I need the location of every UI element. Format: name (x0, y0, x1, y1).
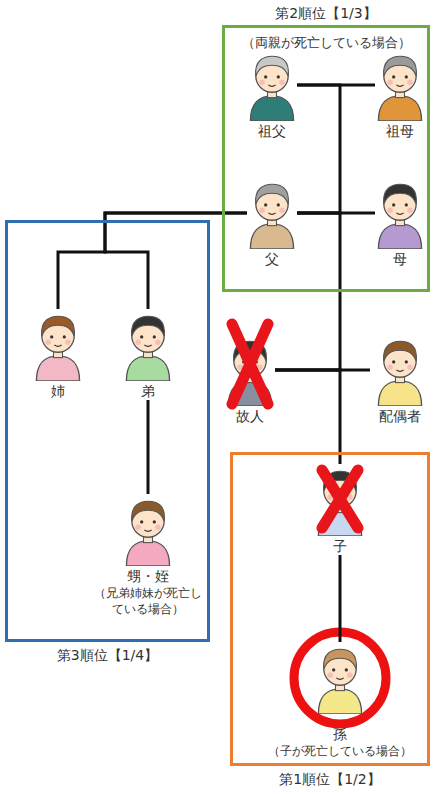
spouse-icon (378, 341, 421, 406)
person-name: 姉 (33, 383, 83, 400)
person-name: 孫 (260, 726, 420, 743)
group-box: 第3順位【1/4】姉弟甥・姪（兄弟姉妹が死亡している場合） (5, 220, 210, 642)
group-note: （両親が死亡している場合） (225, 34, 427, 51)
rank-heading: 第2順位【1/3】 (225, 4, 427, 22)
cross-mark (322, 470, 358, 528)
person-node: 弟 (123, 309, 173, 400)
brother-icon (126, 316, 169, 381)
group-box: 第1順位【1/2】子孫（子が死亡している場合） (230, 452, 430, 766)
highlight-circle (294, 632, 386, 724)
family-line (58, 213, 247, 309)
person-node: 祖母 (375, 49, 425, 140)
group-box: 第2順位【1/3】（両親が死亡している場合）祖父祖母父母 (222, 25, 430, 292)
family-line (105, 213, 247, 309)
person-node: 孫（子が死亡している場合） (260, 642, 420, 759)
person-node: 姉 (33, 309, 83, 400)
nephew-niece-icon (126, 501, 169, 566)
family-line (297, 85, 340, 213)
person-node: 甥・姪（兄弟姉妹が死亡している場合） (90, 494, 206, 617)
family-line (339, 555, 342, 642)
family-line (147, 400, 150, 494)
person-name: 故人 (225, 408, 275, 425)
person-name: 弟 (123, 383, 173, 400)
person-node: 父 (247, 177, 297, 268)
person-name: 祖父 (247, 123, 297, 140)
person-node: 配偶者 (370, 334, 430, 425)
grandchild-icon (318, 649, 361, 714)
person-name: 父 (247, 251, 297, 268)
grandmother-icon (378, 56, 421, 121)
person-node: 祖父 (247, 49, 297, 140)
person-name: 配偶者 (370, 408, 430, 425)
person-note: （子が死亡している場合） (260, 743, 420, 759)
person-node: 子 (315, 464, 365, 555)
grandfather-icon (250, 56, 293, 121)
person-node: 母 (375, 177, 425, 268)
cross-mark (232, 324, 268, 404)
person-node: 故人 (225, 334, 275, 425)
person-note: （兄弟姉妹が死亡している場合） (90, 585, 206, 617)
father-icon (250, 184, 293, 249)
person-name: 祖母 (375, 123, 425, 140)
family-line (275, 370, 340, 464)
rank-heading: 第3順位【1/4】 (8, 646, 207, 664)
person-name: 子 (315, 538, 365, 555)
mother-icon (378, 184, 421, 249)
rank-heading: 第1順位【1/2】 (233, 770, 427, 788)
person-name: 甥・姪 (90, 568, 206, 585)
sister-icon (36, 316, 79, 381)
person-name: 母 (375, 251, 425, 268)
